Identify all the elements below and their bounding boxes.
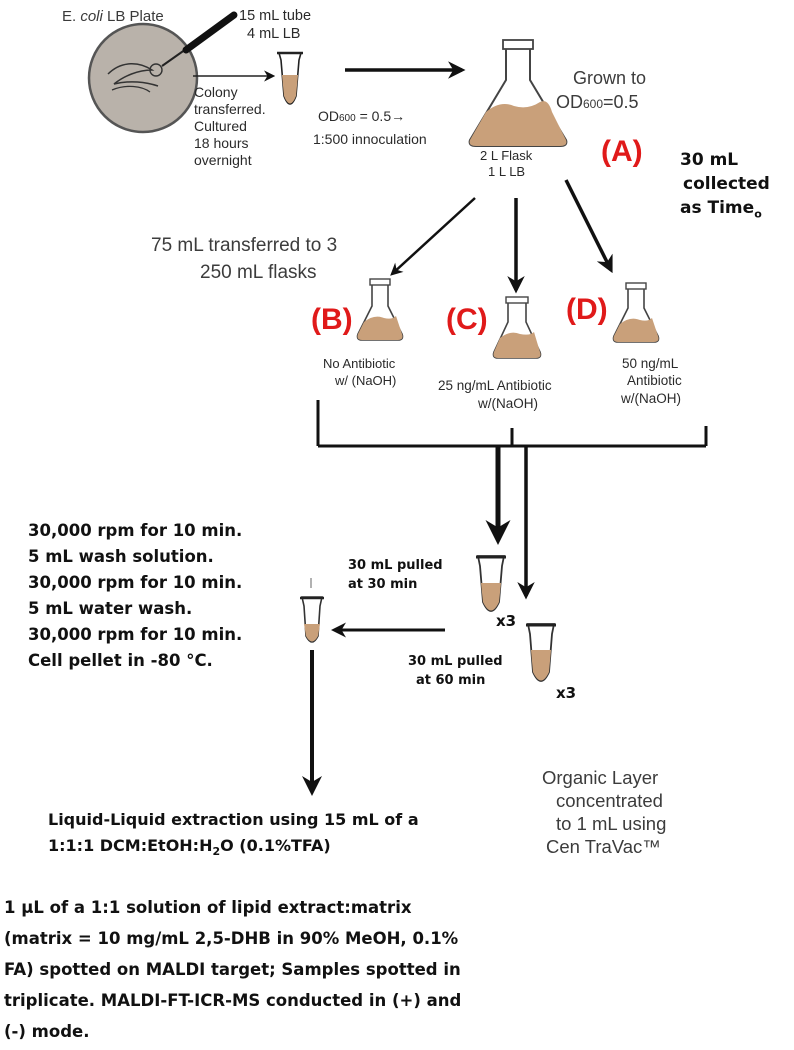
inoculation-ratio: 1:500 innoculation [313,131,427,147]
transfer-line1: 75 mL transferred to 3 [151,235,338,256]
flask-b-icon [356,278,404,341]
grown-line2: OD600=0.5 [556,92,639,112]
flask-label-line1: 2 L Flask [480,148,533,163]
pull-60-line2: at 60 min [416,673,486,688]
organic-note-line: to 1 mL using [556,813,667,834]
colony-note-line: transferred. [194,101,266,117]
condition-c-line2: w/(NaOH) [478,396,538,411]
collected-line3: as Timeo [680,198,762,221]
centrifuge-step: 5 mL water wash. [28,599,193,618]
culture-tube-icon [277,51,303,105]
condition-d-line1: 50 ng/mL [622,356,679,371]
od-threshold: OD600 = 0.5→ [318,108,406,124]
label-c: (C) [446,303,488,336]
maldi-line: triplicate. MALDI-FT-ICR-MS conducted in… [4,991,462,1010]
condition-d-line3: w/(NaOH) [621,391,681,406]
maldi-line: 1 μL of a 1:1 solution of lipid extract:… [4,898,412,917]
triplicate-badge-60: x3 [556,684,577,702]
organic-layer-note: Organic Layer concentrated to 1 mL using… [542,766,666,858]
collected-line1: 30 mL [680,150,739,170]
maldi-line: FA) spotted on MALDI target; Samples spo… [4,960,461,979]
maldi-line: (-) mode. [4,1022,90,1041]
tube-label-line1: 15 mL tube [239,8,312,24]
flask-label-line2: 1 L LB [488,164,526,179]
organic-note-line: concentrated [556,790,663,811]
colony-note-line: 18 hours [194,135,249,151]
colony-note: Colony transferred. Cultured 18 hours ov… [194,84,266,169]
collection-bracket [316,400,708,448]
petri-plate-icon [87,22,199,134]
pull-30-line1: 30 mL pulled [348,558,443,573]
centrifuge-step: 30,000 rpm for 10 min. [28,573,243,592]
condition-b-line1: No Antibiotic [323,356,396,371]
maldi-line: (matrix = 10 mg/mL 2,5-DHB in 90% MeOH, … [4,929,459,948]
condition-c-line1: 25 ng/mL Antibiotic [438,378,552,393]
branch-arrow-b [390,197,476,276]
transfer-line2: 250 mL flasks [200,262,317,283]
plate-label: E. coli LB Plate [62,8,164,25]
centrifuge-steps: 30,000 rpm for 10 min. 5 mL wash solutio… [28,518,242,674]
colony-note-line: Cultured [194,118,247,134]
inoculation-loop-icon [161,11,238,67]
label-b: (B) [311,303,353,336]
pull-30-line2: at 30 min [348,577,418,592]
extraction-line1: Liquid-Liquid extraction using 15 mL of … [48,810,419,829]
condition-d-line2: Antibiotic [627,373,682,388]
flask-d-icon [612,282,660,343]
triplicate-badge-30: x3 [496,612,517,630]
centrifuge-step: 5 mL wash solution. [28,547,214,566]
sample-tube-60-icon [526,623,556,682]
two-liter-flask-icon [468,39,568,147]
colony-note-line: overnight [194,152,252,168]
collected-line2: collected [683,174,770,194]
branch-arrow-d [564,179,613,274]
organic-note-line: Cen TraVac™ [546,836,661,857]
centrifuge-step: Cell pellet in -80 °C. [28,651,213,670]
label-a: (A) [601,135,643,168]
colony-note-line: Colony [194,84,238,100]
organic-note-line: Organic Layer [542,767,659,788]
pull-60-line1: 30 mL pulled [408,654,503,669]
condition-b-line2: w/ (NaOH) [335,373,397,388]
sample-tube-30-icon [476,555,506,612]
grown-line1: Grown to [573,68,647,88]
tube-label-line2: 4 mL LB [247,26,301,42]
flask-c-icon [492,296,542,359]
centrifuge-step: 30,000 rpm for 10 min. [28,625,243,644]
centrifuge-step: 30,000 rpm for 10 min. [28,521,243,540]
pellet-tube-icon [300,578,324,643]
label-d: (D) [566,293,608,326]
maldi-protocol: 1 μL of a 1:1 solution of lipid extract:… [4,892,461,1047]
extraction-line2: 1:1:1 DCM:EtOH:H2O (0.1%TFA) [48,836,331,859]
